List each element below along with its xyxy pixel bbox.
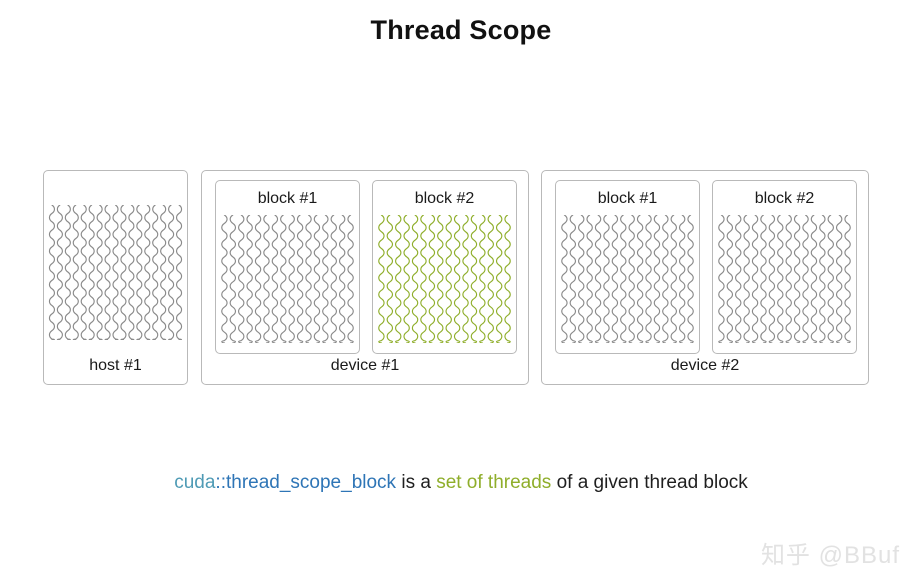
host-box-host-1[interactable]: host #1 [43, 170, 188, 385]
thread-squiggles-highlighted [373, 215, 516, 343]
host-label: host #1 [89, 357, 142, 374]
device-box-device-2[interactable]: block #1 block #2 device #2 [541, 170, 869, 385]
block-box-device-1-block-2[interactable]: block #2 [372, 180, 517, 354]
caption: cuda::thread_scope_block is a set of thr… [0, 470, 922, 496]
caption-tail-text: of a given thread block [551, 472, 748, 493]
block-label: block #1 [597, 190, 658, 207]
caption-type-name: thread_scope_block [225, 472, 397, 493]
device-label: device #1 [330, 357, 400, 374]
block-box-device-2-block-1[interactable]: block #1 [555, 180, 700, 354]
caption-mid-text: is a [396, 472, 437, 493]
block-label: block #1 [257, 190, 318, 207]
thread-squiggles [216, 215, 359, 343]
watermark: 知乎 @BBuf [760, 542, 900, 569]
block-box-device-2-block-2[interactable]: block #2 [712, 180, 857, 354]
caption-namespace: cuda [174, 472, 216, 493]
thread-squiggles [713, 215, 856, 343]
device-label: device #2 [670, 357, 740, 374]
page-title: Thread Scope [370, 15, 552, 45]
block-box-device-1-block-1[interactable]: block #1 [215, 180, 360, 354]
thread-squiggles [44, 205, 187, 340]
block-label: block #2 [754, 190, 815, 207]
thread-squiggles [556, 215, 699, 343]
device-box-device-1[interactable]: block #1 block #2 device #1 [201, 170, 529, 385]
caption-highlight: set of threads [436, 472, 552, 493]
block-label: block #2 [414, 190, 475, 207]
caption-separator: :: [215, 472, 226, 493]
